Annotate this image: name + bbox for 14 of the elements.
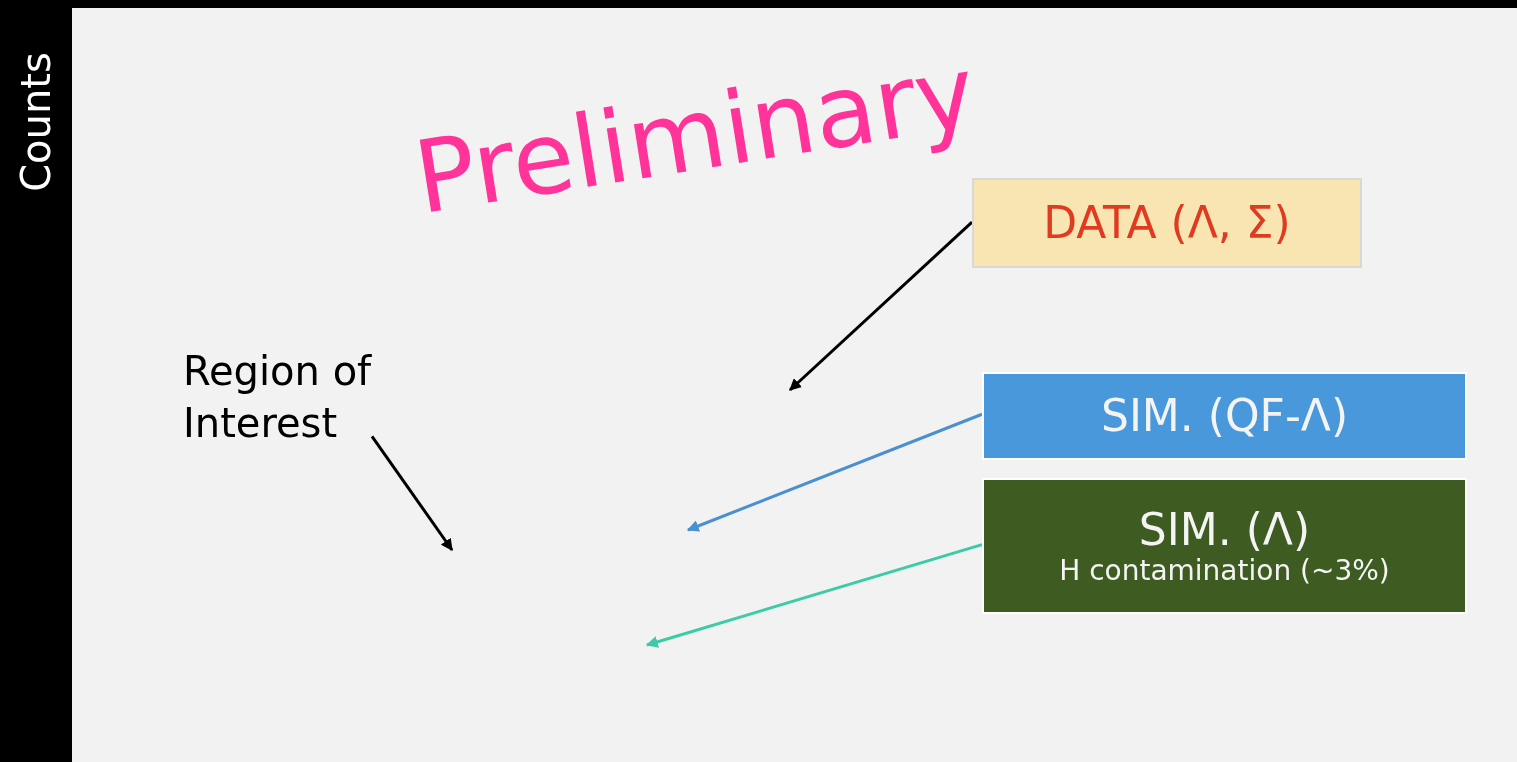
- box-title: SIM. (QF-Λ): [1100, 390, 1349, 442]
- legend-box: [982, 478, 1467, 614]
- legend-box: [972, 178, 1362, 268]
- arrow: [645, 543, 983, 648]
- legend-box: [982, 372, 1467, 460]
- arrow: [370, 435, 454, 551]
- box-title: DATA (Λ, Σ): [1043, 197, 1291, 249]
- arrow: [686, 412, 983, 532]
- box-title: SIM. (Λ): [1138, 504, 1311, 556]
- arrow: [789, 221, 973, 392]
- annotation-text: Region of Interest: [183, 345, 408, 455]
- axis-label: Counts: [13, 52, 59, 192]
- box-subtitle: H contamination (~3%): [1059, 555, 1390, 588]
- watermark-text: Preliminary: [406, 33, 984, 237]
